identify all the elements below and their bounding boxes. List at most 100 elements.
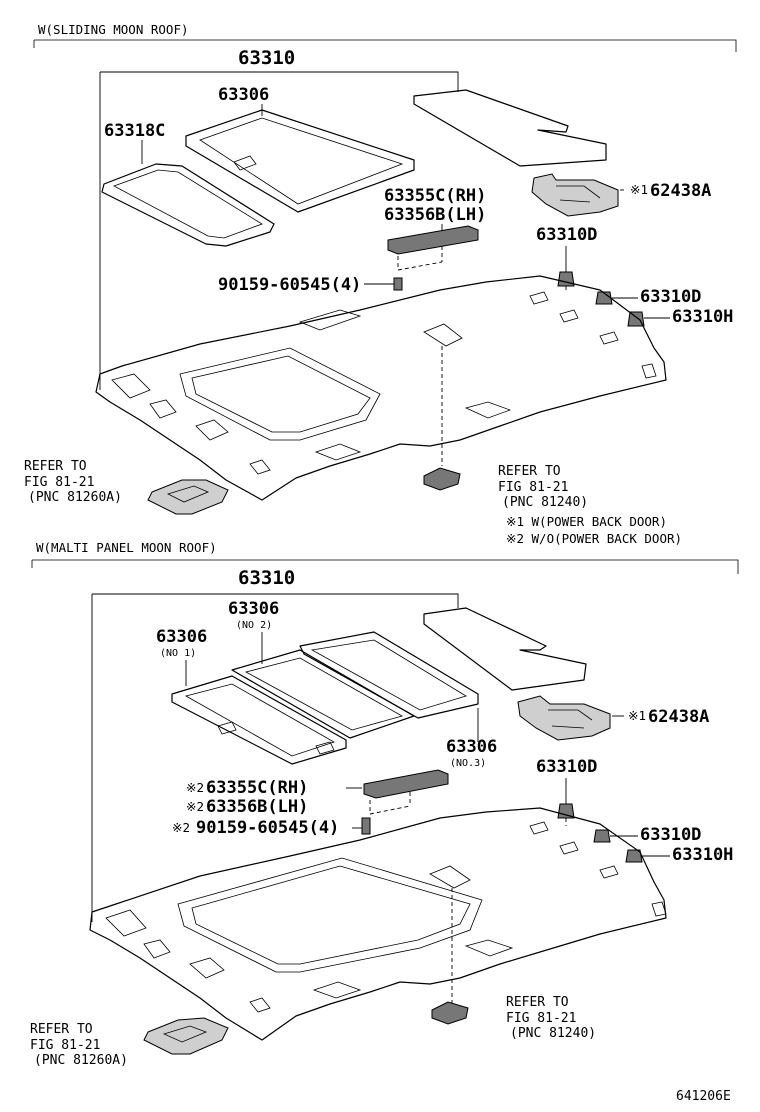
assist-grip: [363, 769, 449, 799]
mark-63355c: ※2: [186, 780, 204, 795]
sub-label-no3: (NO.3): [450, 758, 486, 769]
map-lamp: [147, 479, 229, 515]
assist-grip: [387, 225, 479, 255]
part-number-63310d-b: 63310D: [640, 287, 701, 307]
sub-label-no2: (NO 2): [236, 620, 272, 631]
bracket-62438a: [531, 173, 619, 217]
section-multi-panel-moon-roof: W(MALTI PANEL MOON ROOF) 63310 63306 (NO…: [30, 540, 739, 1068]
headliner-body: [89, 807, 667, 1041]
clip-63310d-b: [593, 829, 611, 843]
part-number-63310h: 63310H: [672, 307, 733, 327]
clip-63310h: [627, 311, 645, 327]
section-bracket: [33, 39, 737, 52]
dome-lamp-opening: [423, 323, 463, 347]
part-number-90159: 90159-60545(4): [196, 818, 339, 838]
shade-panel-no2-inner: [244, 657, 404, 731]
ref-line-2: FIG 81-21: [506, 1011, 576, 1026]
reference-note-right: REFER TO FIG 81-21 (PNC 81240): [506, 995, 596, 1041]
mark-63356b: ※2: [186, 799, 204, 814]
part-number-62438a: 62438A: [650, 181, 711, 201]
part-number-63356b: 63356B(LH): [206, 797, 308, 817]
clip-63310d-b: [595, 291, 613, 305]
headliner-pad: [298, 309, 362, 331]
headliner-cutouts: [111, 373, 271, 475]
room-lamp: [431, 1001, 469, 1025]
part-number-63306-no2: 63306: [228, 599, 279, 619]
part-number-63306-no3: 63306: [446, 737, 497, 757]
sunshade-frame: [185, 109, 415, 213]
leader-63310: [99, 71, 459, 390]
headliner-roof-opening: [179, 347, 381, 441]
section-header: W(MALTI PANEL MOON ROOF): [36, 540, 217, 555]
bracket-62438a-detail: [556, 185, 601, 203]
leader-63310: [91, 593, 459, 922]
ref-line-3: (PNC 81260A): [34, 1053, 128, 1068]
sunshade-frame-inner: [199, 117, 404, 205]
weatherstrip-ring-inner: [113, 169, 263, 239]
ref-line-3: (PNC 81240): [510, 1026, 596, 1041]
note-2: ※2 W/O(POWER BACK DOOR): [506, 531, 682, 546]
headliner-dash-lines: [451, 818, 567, 1004]
sunshade-sheet: [423, 607, 587, 691]
ref-line-1: REFER TO: [30, 1022, 93, 1037]
ref-line-1: REFER TO: [24, 459, 87, 474]
headliner-cutouts: [105, 909, 271, 1013]
ref-line-1: REFER TO: [506, 995, 569, 1010]
ref-line-1: REFER TO: [498, 464, 561, 479]
clip-63310h: [625, 849, 643, 863]
mark-62438a: ※1: [628, 708, 646, 723]
part-number-63355c: 63355C(RH): [384, 186, 486, 206]
headliner-clip-holes: [529, 291, 657, 379]
headliner-roof-opening: [177, 857, 483, 973]
part-number-63355c: 63355C(RH): [206, 778, 308, 798]
part-number-90159: 90159-60545(4): [218, 275, 361, 295]
headliner-visor-pads: [312, 939, 514, 999]
map-lamp-lens: [162, 1025, 208, 1043]
screw-icon: [393, 277, 403, 291]
part-number-63318c: 63318C: [104, 121, 165, 141]
grip-dash-lines: [369, 792, 411, 815]
part-number-63310: 63310: [238, 47, 295, 69]
shade-panel-no1: [171, 675, 347, 765]
ref-line-3: (PNC 81260A): [28, 490, 122, 505]
map-lamp-lens: [166, 485, 210, 503]
shade-panel-no2: [231, 649, 415, 739]
reference-note-left: REFER TO FIG 81-21 (PNC 81260A): [30, 1022, 128, 1068]
shade-panel-handles: [217, 721, 335, 755]
headliner-clip-holes: [529, 821, 667, 917]
part-number-63356b: 63356B(LH): [384, 205, 486, 225]
headliner-body: [95, 275, 667, 501]
bracket-62438a: [517, 695, 611, 741]
figure-code: 641206E: [676, 1089, 731, 1104]
part-number-63310h: 63310H: [672, 845, 733, 865]
mark-90159: ※2: [172, 820, 190, 835]
sunshade-handle: [233, 155, 257, 171]
ref-line-2: FIG 81-21: [498, 480, 568, 495]
headliner-dash-lines: [441, 286, 567, 466]
headliner-visor-pads: [314, 401, 512, 461]
headliner-roof-opening-inner: [191, 355, 371, 433]
section-header: W(SLIDING MOON ROOF): [38, 22, 189, 37]
part-number-63306: 63306: [218, 85, 269, 105]
ref-line-3: (PNC 81240): [502, 495, 588, 510]
grip-dash-lines: [397, 246, 443, 271]
bracket-62438a-detail: [548, 709, 593, 729]
ref-line-2: FIG 81-21: [30, 1038, 100, 1053]
reference-note-right: REFER TO FIG 81-21 (PNC 81240): [498, 464, 588, 510]
section-bracket: [31, 559, 739, 574]
part-number-62438a: 62438A: [648, 707, 709, 727]
room-lamp: [423, 467, 461, 491]
headliner-roof-opening-inner: [191, 865, 471, 965]
screw-icon: [361, 817, 371, 835]
shade-panel-no1-inner: [184, 683, 335, 757]
ref-line-2: FIG 81-21: [24, 475, 94, 490]
shade-panel-no3-inner: [310, 639, 467, 711]
weatherstrip-ring: [101, 163, 275, 247]
shade-panel-no3: [299, 631, 479, 719]
sunshade-sheet: [413, 89, 607, 167]
part-number-63310d-a: 63310D: [536, 225, 597, 245]
part-number-63310: 63310: [238, 567, 295, 589]
dome-lamp-opening: [429, 865, 471, 889]
mark-62438a: ※1: [630, 182, 648, 197]
